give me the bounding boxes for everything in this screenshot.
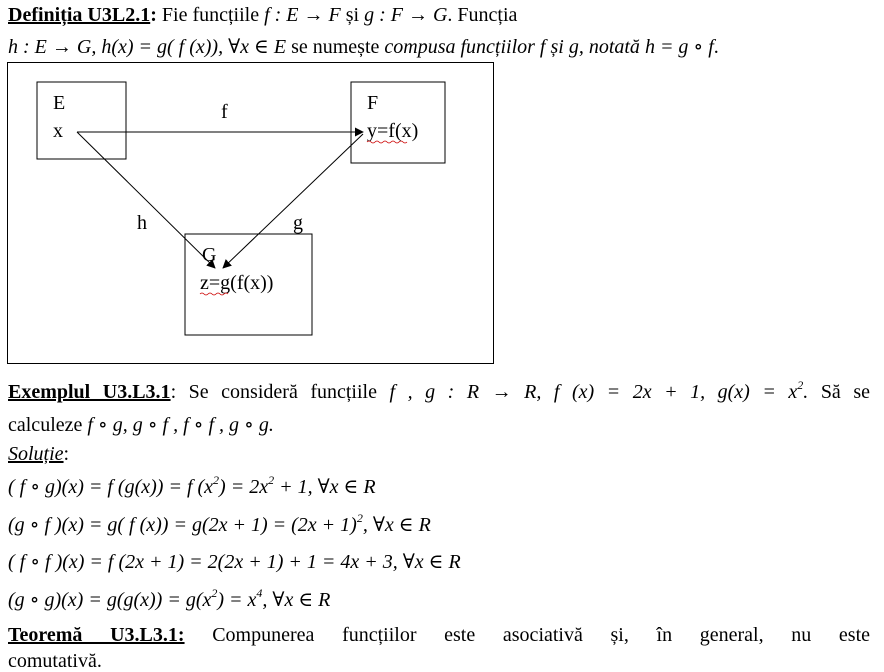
G-title: G [202, 244, 216, 266]
definition-label: Definiția U3L2.1 [8, 4, 151, 26]
arrow-g-label: g [293, 212, 303, 234]
equation-2: (g ∘ f )(x) = g( f (x)) = g(2x + 1) = (2… [8, 511, 431, 536]
f-signature: f : E → F [264, 4, 341, 26]
definition-line1-end: Funcția [457, 4, 518, 26]
solution-label: Soluție [8, 443, 64, 465]
equation-1: ( f ∘ g)(x) = f (g(x)) = f (x2) = 2x2 + … [8, 473, 376, 498]
E-title: E [53, 92, 65, 114]
h-definition: h : E → G, h(x) = g( f (x)), ∀x ∈ E [8, 36, 287, 58]
arrow-g [222, 133, 364, 269]
set-F-box [350, 81, 446, 164]
compusa-text: compusa funcțiilor [384, 36, 535, 58]
arrow-h-label: h [137, 212, 147, 234]
solution-label-line: Soluție: [8, 443, 70, 465]
diagram-frame [7, 62, 494, 364]
F-expression: y=f(x) [367, 120, 418, 142]
example-calculeze: calculeze [8, 414, 83, 436]
definition-middle: se numește [291, 36, 380, 58]
set-G-box [184, 233, 313, 336]
and-word: și [345, 4, 360, 26]
definition-intro: Fie funcțiile [161, 4, 260, 26]
definition-line-2: h : E → G, h(x) = g( f (x)), ∀x ∈ E se n… [8, 36, 719, 58]
arrow-h [76, 131, 216, 269]
fg-text: f și g, notată [539, 36, 640, 58]
theorem-text-1: Compunerea funcțiilor este asociativă și… [212, 624, 870, 646]
arrow-f-label: f [221, 101, 228, 123]
theorem-line-1: Teoremă U3.L3.1: Compunerea funcțiilor e… [8, 624, 870, 646]
example-end: Să se [820, 381, 871, 403]
theorem-label: Teoremă U3.L3.1: [8, 624, 185, 646]
composition-diagram: E x F y=f(x) G z=g(f(x)) f h g [7, 62, 494, 364]
example-label: Exemplul U3.L3.1 [8, 381, 171, 403]
example-line-1: Exemplul U3.L3.1: Se consideră funcțiile… [8, 378, 871, 403]
theorem-line-2: comutativă. [8, 650, 102, 672]
G-expression: z=g(f(x)) [200, 272, 273, 294]
F-title: F [367, 92, 378, 114]
example-compositions: f ∘ g, g ∘ f , f ∘ f , g ∘ g. [87, 414, 274, 436]
example-functions: f , g : R → R, f (x) = 2x + 1, g(x) = x2… [389, 378, 809, 403]
G-spell-squiggle [199, 292, 229, 296]
theorem-text-2: comutativă. [8, 650, 102, 672]
definition-line-1: Definiția U3L2.1: Fie funcțiile f : E → … [8, 4, 518, 26]
example-line-2: calculeze f ∘ g, g ∘ f , f ∘ f , g ∘ g. [8, 414, 274, 436]
equation-4: (g ∘ g)(x) = g(g(x)) = g(x2) = x4, ∀x ∈ … [8, 586, 331, 611]
set-E-box [36, 81, 127, 160]
g-signature: g : F → G [364, 4, 448, 26]
E-variable: x [53, 120, 63, 142]
example-intro: Se consideră funcțiile [188, 381, 377, 403]
equation-3: ( f ∘ f )(x) = f (2x + 1) = 2(2x + 1) + … [8, 551, 461, 573]
h-composition: h = g ∘ f [644, 36, 714, 58]
F-spell-squiggle [366, 140, 408, 144]
